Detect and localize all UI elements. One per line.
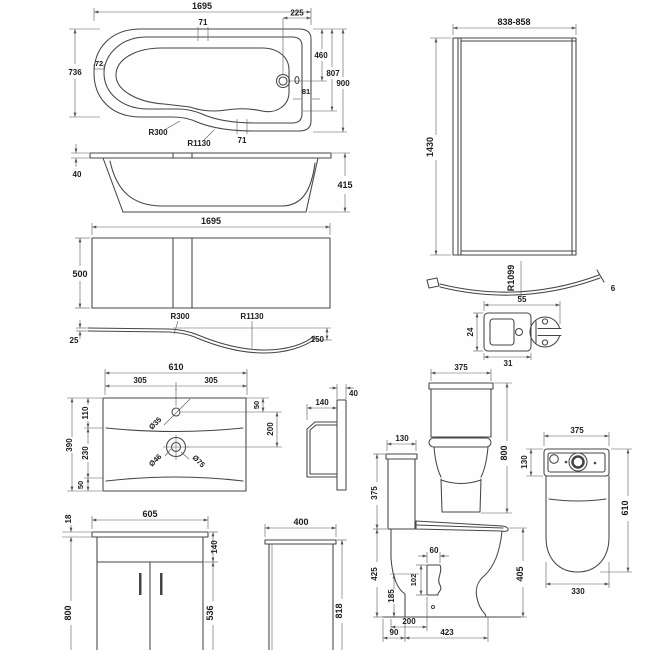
dim-basin-half-right: 305: [204, 376, 218, 385]
dim-basinside-rim: 40: [349, 389, 358, 398]
flush-button-icon: [568, 452, 588, 472]
dim-toilet-cistern-height: 375: [370, 486, 379, 500]
dim-vanity-depth: 400: [293, 517, 308, 527]
dim-toilet-gap: 90: [390, 628, 399, 637]
dim-bath-rim-top: 71: [199, 18, 208, 27]
bath-side-view: 40 415: [71, 144, 353, 213]
dim-toilet-projection: 423: [440, 628, 454, 637]
dim-panelplan-end: 25: [70, 336, 79, 345]
dim-panel-height: 500: [72, 269, 87, 279]
screen-profile-detail: 55 24 31: [466, 295, 562, 368]
bath-waste-icon: [275, 73, 300, 89]
vanity-door-handle-left: [139, 573, 142, 595]
basin-plan-view: 610 305 305 Ø35 Ø46 Ø75 390 110 230 50 5…: [65, 362, 282, 492]
dim-bath-r-small: R300: [148, 128, 168, 137]
bath-plan-view: 1695 225 71 460 807 900 736 72 81 R300 R…: [68, 1, 350, 148]
toilet-plan-view: 375 130 610 330: [520, 426, 632, 596]
dim-toilet-seat-height: 405: [515, 566, 525, 581]
vanity-side-view: 400 818: [264, 517, 347, 650]
dim-toilet-setout: 200: [402, 617, 416, 626]
dim-screen-radius: R1099: [506, 265, 516, 292]
dim-toiletplan-width: 375: [570, 426, 584, 435]
dim-profile-depth: 24: [466, 327, 475, 336]
dim-bathside-height: 415: [337, 180, 352, 190]
dim-screen-height: 1430: [425, 137, 435, 157]
dim-bath-rim-bottom: 71: [238, 136, 247, 145]
dim-basin-tap-hole: Ø35: [147, 415, 163, 431]
dim-bath-r-large: R1130: [187, 139, 211, 148]
dim-toilet-pan-height: 425: [370, 567, 379, 581]
bath-panel-plan-view: 25 R300 R1130 150: [70, 312, 332, 354]
dim-profile-width: 55: [518, 295, 527, 304]
dim-bath-width-left: 736: [68, 68, 82, 77]
dim-bath-rim-right: 81: [302, 87, 310, 96]
dim-toilet-outlet-width: 60: [430, 546, 439, 555]
dim-vanity-height: 800: [63, 605, 73, 620]
dim-vanity-door: 536: [205, 605, 215, 620]
dim-basin-50: 50: [76, 481, 85, 489]
dim-vanity-side-height: 818: [334, 603, 344, 618]
screen-front-view: 838-858 1430: [425, 17, 577, 256]
dim-bathside-rim: 40: [73, 170, 82, 179]
dim-basin-tap-waste: 200: [266, 422, 275, 436]
dim-vanity-top: 18: [64, 514, 73, 523]
dim-toilet-outlet-center: 185: [387, 589, 396, 603]
dim-panelplan-r-large: R1130: [240, 312, 264, 321]
dim-basin-tap-inset: 50: [252, 401, 261, 409]
dim-bath-to-inner: 807: [326, 69, 340, 78]
dim-basin-overall: 390: [65, 438, 74, 452]
toilet-side-view: 130 375 425 60 102 185 405 200 90: [370, 434, 527, 642]
basin-tap-hole-icon: [171, 407, 181, 417]
dim-toilet-front-height: 800: [499, 445, 509, 460]
dim-basin-230: 230: [81, 446, 90, 460]
basin-waste-icon: [163, 435, 189, 460]
basin-side-view: 140 40: [306, 384, 358, 491]
dim-screen-width: 838-858: [497, 17, 530, 27]
dim-panelplan-r-small: R300: [170, 312, 190, 321]
dim-panel-length: 1695: [201, 216, 221, 226]
dim-bath-length: 1695: [192, 1, 212, 11]
dim-basin-width: 610: [168, 362, 183, 372]
dim-toiletplan-cistern: 130: [520, 455, 529, 469]
dim-bath-rim-left: 72: [95, 59, 103, 68]
dim-basin-waste-outer: Ø75: [191, 453, 207, 469]
dim-toiletplan-bowl: 330: [571, 587, 585, 596]
screen-plan-view: 6 R1099: [426, 261, 616, 298]
vanity-front-view: 605 18 140 536 800: [62, 509, 219, 650]
dim-profile-inner: 31: [504, 359, 513, 368]
bath-panel-front-view: 1695 500: [72, 216, 331, 309]
toilet-front-view: 375 800: [428, 363, 512, 514]
dim-bath-width-right: 900: [336, 79, 350, 88]
dim-toilet-lid: 130: [395, 434, 409, 443]
dim-vanity-width: 605: [142, 509, 157, 519]
dim-toilet-outlet-height: 102: [409, 574, 418, 587]
dim-toilet-front-width: 375: [454, 363, 468, 372]
dim-panelplan-depth: 150: [311, 335, 325, 344]
dim-basinside-depth: 140: [315, 398, 329, 407]
dim-bath-to-waste: 460: [314, 51, 328, 60]
dim-toiletplan-depth: 610: [620, 500, 630, 515]
vanity-door-handle-right: [160, 573, 163, 595]
dim-basin-waste-inner: Ø46: [147, 452, 163, 468]
dim-screen-glass: 6: [611, 284, 616, 293]
dim-bath-tap-offset: 225: [290, 9, 304, 18]
dim-basin-half-left: 305: [133, 376, 147, 385]
dim-vanity-apron: 140: [210, 540, 219, 554]
dim-basin-110: 110: [81, 406, 90, 419]
